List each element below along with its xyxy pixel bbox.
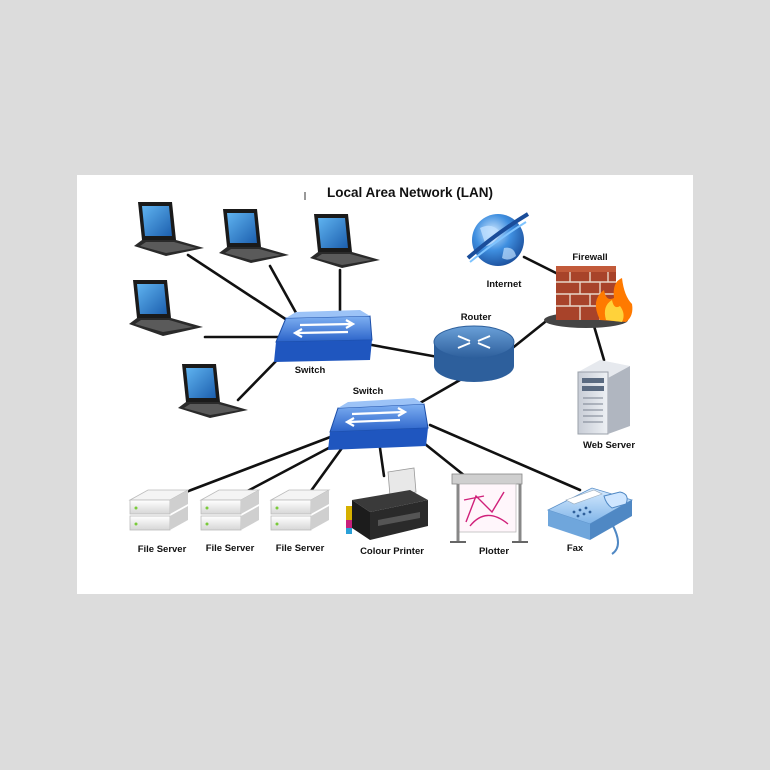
plotter[interactable] bbox=[450, 473, 528, 543]
page-title: Local Area Network (LAN) bbox=[327, 185, 493, 200]
laptop-4[interactable] bbox=[129, 280, 203, 336]
link-switch-router bbox=[370, 343, 440, 359]
switch-bottom[interactable] bbox=[328, 398, 429, 450]
switch-arrows-icon bbox=[344, 407, 408, 427]
internet-globe-icon[interactable] bbox=[466, 212, 530, 266]
file-server-3-label: File Server bbox=[276, 543, 325, 554]
firewall-label: Firewall bbox=[572, 252, 607, 263]
laptop-3[interactable] bbox=[310, 214, 380, 268]
laptop-2[interactable] bbox=[219, 209, 289, 263]
laptop-1[interactable] bbox=[134, 202, 204, 256]
link-laptop1-switch bbox=[186, 253, 292, 324]
link-switch2-fileserver1 bbox=[176, 434, 335, 497]
firewall[interactable] bbox=[544, 266, 633, 328]
link-router-switch2 bbox=[418, 378, 462, 405]
router-arrows-icon bbox=[457, 335, 491, 349]
file-server-1[interactable] bbox=[128, 489, 190, 531]
file-server-2[interactable] bbox=[199, 489, 261, 531]
laptop-5[interactable] bbox=[178, 364, 248, 418]
link-internet-firewall bbox=[522, 255, 562, 277]
switch-bottom-label: Switch bbox=[353, 386, 384, 397]
link-switch2-printer bbox=[378, 446, 386, 478]
router[interactable] bbox=[433, 325, 515, 382]
link-switch2-fileserver3 bbox=[306, 446, 344, 497]
switch-arrows-icon bbox=[292, 319, 356, 338]
file-server-3[interactable] bbox=[269, 489, 331, 531]
web-server-tower[interactable] bbox=[577, 360, 630, 435]
plotter-label: Plotter bbox=[479, 546, 509, 557]
link-firewall-webserver bbox=[592, 324, 606, 362]
fax-machine[interactable] bbox=[546, 487, 634, 555]
router-label: Router bbox=[461, 312, 492, 323]
link-switch2-fax bbox=[428, 423, 582, 492]
link-laptop5-switch bbox=[236, 355, 282, 402]
colour-printer[interactable] bbox=[346, 467, 428, 540]
web-server-label: Web Server bbox=[583, 440, 635, 451]
fax-label: Fax bbox=[567, 543, 584, 554]
file-server-1-label: File Server bbox=[138, 544, 187, 555]
connection-lines bbox=[176, 253, 606, 497]
link-switch2-fileserver2 bbox=[238, 440, 342, 497]
switch-top[interactable] bbox=[274, 310, 373, 362]
link-switch2-plotter bbox=[418, 438, 467, 478]
file-server-2-label: File Server bbox=[206, 543, 255, 554]
link-router-firewall bbox=[508, 316, 552, 352]
colour-printer-label: Colour Printer bbox=[360, 546, 424, 557]
link-laptop2-switch bbox=[268, 264, 302, 322]
fire-icon bbox=[595, 278, 633, 322]
internet-label: Internet bbox=[487, 279, 523, 290]
switch-top-label: Switch bbox=[295, 365, 326, 376]
